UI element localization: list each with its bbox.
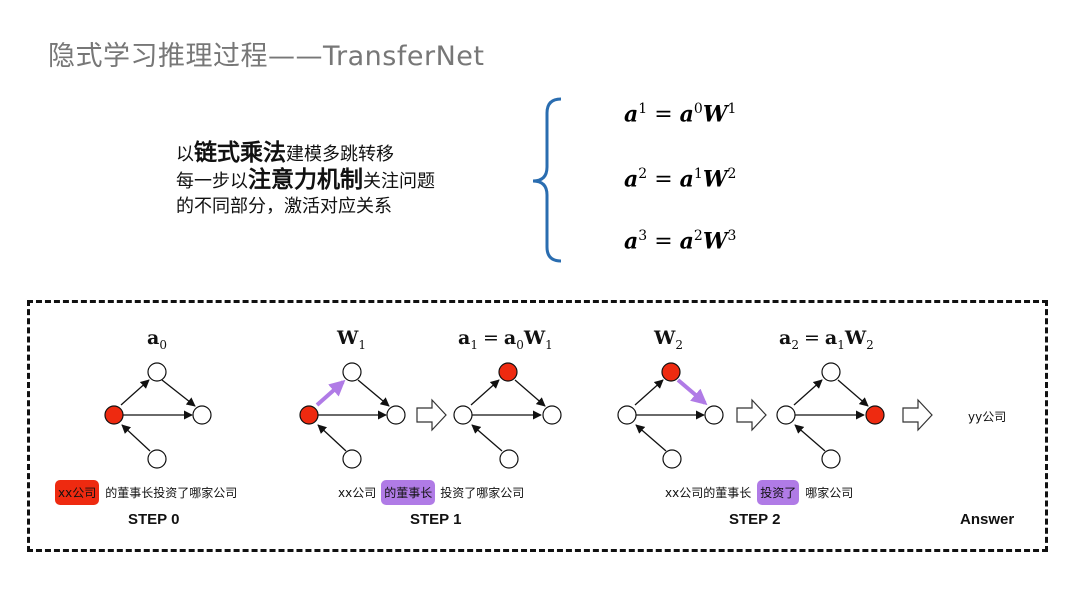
label-w2: W2 (654, 327, 683, 352)
answer-text: yy公司 (968, 410, 1007, 424)
label-a1-equation: a1=a0W1 (458, 327, 553, 352)
graph-a1 (453, 362, 562, 469)
transition-arrow-icon (416, 398, 447, 432)
equation-2: a2=a1W2 (624, 166, 737, 193)
highlight-relation: 的董事长 (381, 480, 436, 505)
description-line-2-pre: 每一步以 (176, 171, 248, 192)
sentence-step2: xx公司的董事长 投资了 哪家公司 (665, 480, 853, 505)
node (147, 449, 167, 469)
label-a0: a0 (147, 327, 167, 352)
description-line-2: 每一步以注意力机制关注问题 (176, 167, 435, 194)
node-active (104, 405, 124, 425)
reasoning-steps-frame (27, 300, 1048, 552)
label-a2-equation: a2=a1W2 (779, 327, 874, 352)
graph-a2 (776, 362, 885, 469)
description: 以链式乘法建模多跳转移 每一步以注意力机制关注问题 的不同部分，激活对应关系 (176, 140, 435, 219)
transition-arrow-icon (736, 398, 767, 432)
graph-w2 (617, 362, 724, 469)
graph-w1 (299, 362, 406, 469)
step-1-label: STEP 1 (410, 511, 462, 528)
transition-arrow-icon (902, 398, 933, 432)
label-w1: W1 (337, 327, 366, 352)
description-line-2-bold: 注意力机制 (248, 166, 363, 193)
description-line-1-pre: 以 (176, 144, 194, 165)
equation-1: a1=a0W1 (624, 101, 737, 128)
sentence-step1: xx公司 的董事长 投资了哪家公司 (338, 480, 524, 505)
equation-3: a3=a2W3 (624, 228, 737, 255)
description-line-2-post: 关注问题 (363, 171, 435, 192)
page-title: 隐式学习推理过程——TransferNet (48, 41, 485, 72)
step-0-label: STEP 0 (128, 511, 180, 528)
node (192, 405, 212, 425)
description-line-1-post: 建模多跳转移 (286, 144, 394, 165)
sentence-step0: xx公司 的董事长投资了哪家公司 (55, 480, 237, 505)
description-line-3: 的不同部分，激活对应关系 (176, 196, 392, 217)
description-line-1-bold: 链式乘法 (194, 139, 286, 166)
highlight-relation: 投资了 (757, 480, 800, 505)
curly-brace (532, 97, 562, 263)
graph-a0 (104, 362, 212, 469)
description-line-1: 以链式乘法建模多跳转移 (176, 140, 435, 167)
highlight-entity: xx公司 (55, 480, 100, 505)
answer-label: Answer (960, 511, 1015, 528)
node (147, 362, 167, 382)
step-2-label: STEP 2 (729, 511, 781, 528)
